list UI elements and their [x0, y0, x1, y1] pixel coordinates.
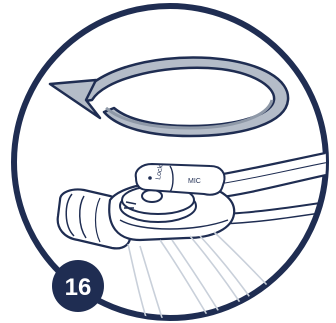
step-badge: 16	[52, 260, 104, 312]
knob-center	[142, 190, 162, 202]
mic-label: MIC	[188, 178, 201, 185]
step-number: 16	[65, 274, 92, 301]
